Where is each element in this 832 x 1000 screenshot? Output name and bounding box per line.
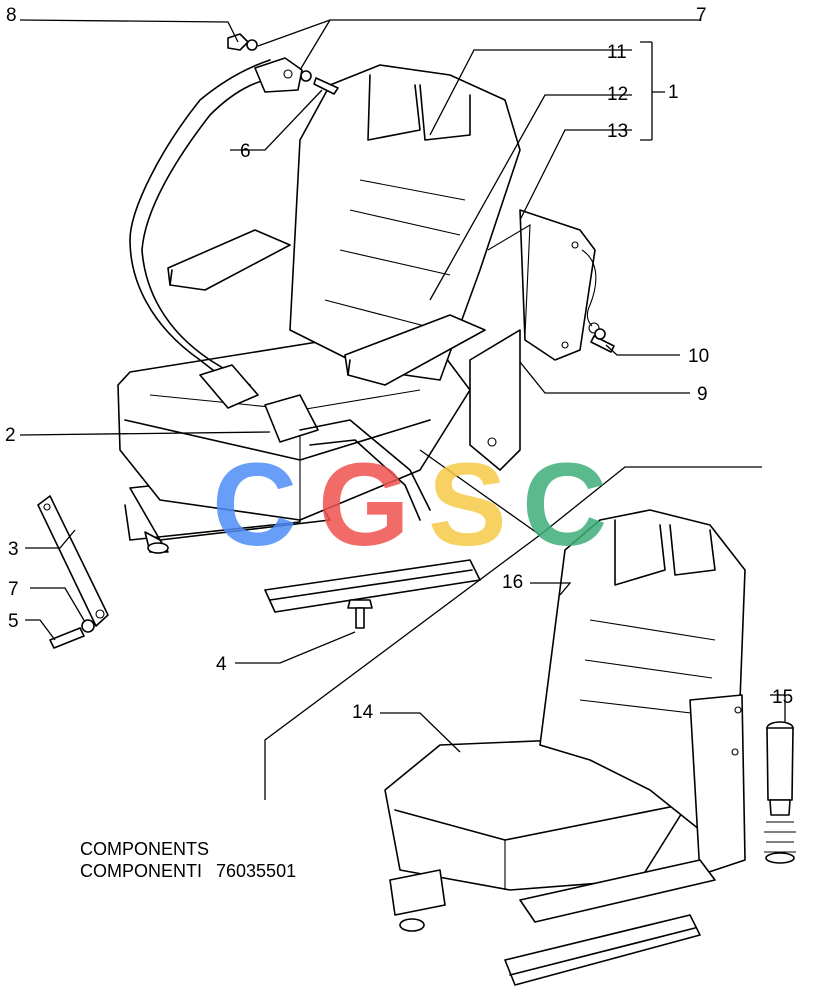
callout-15: 15 [772,687,793,708]
belt-anchor-plate [254,57,303,93]
callout-11: 11 [607,42,627,63]
caption-componenti: COMPONENTI [80,861,203,881]
part-number: 76035501 [216,861,297,881]
cgsc-watermark: C G S C [212,439,607,571]
right-armrest [344,314,486,386]
bolt-4-head [347,599,373,609]
callout-6: 6 [240,141,251,162]
callout-1: 1 [668,82,679,103]
lower-seat-side-plate [689,694,746,876]
callout-7-top: 7 [696,5,707,26]
bolt-5 [49,627,85,649]
callout-labels: 8 7 6 11 12 13 1 10 9 2 3 7 5 4 16 14 15 [5,5,793,723]
lower-seat-frame [519,859,716,923]
callout-13: 13 [607,121,628,142]
callout-14: 14 [352,702,374,723]
callout-8: 8 [6,5,17,26]
callout-5: 5 [8,611,19,632]
callout-12: 12 [607,84,628,105]
side-bracket-plate [519,209,596,361]
watermark-letter-g: G [318,439,410,571]
callout-2: 2 [5,425,16,446]
leader-lines [19,19,786,800]
washer-7-lower [81,619,95,633]
lower-seat-assembly [384,509,746,986]
caption-components: COMPONENTS [80,839,210,859]
watermark-letter-c2: C [522,439,607,571]
callout-4: 4 [216,654,227,675]
upper-seat-assembly [117,33,615,613]
callout-7-lower: 7 [8,579,19,600]
washer-7-top [246,39,258,51]
callout-3: 3 [8,539,19,560]
lower-seat-rail [504,914,701,986]
belt-buckle [264,394,319,443]
belt-buckle-tongue [199,364,259,409]
seat-mount-bracket [469,329,521,471]
gas-spring-15 [764,721,796,864]
loose-parts [37,495,373,649]
caption-block: COMPONENTS COMPONENTI [80,838,209,882]
left-armrest [167,229,291,291]
bolt-6 [313,77,339,95]
watermark-letter-c1: C [212,439,297,571]
callout-10: 10 [688,346,709,367]
callout-16: 16 [502,572,523,593]
watermark-letter-s: S [428,439,507,571]
callout-9: 9 [697,384,708,405]
anchor-strap-3 [37,495,109,627]
bolt-10 [590,335,615,353]
